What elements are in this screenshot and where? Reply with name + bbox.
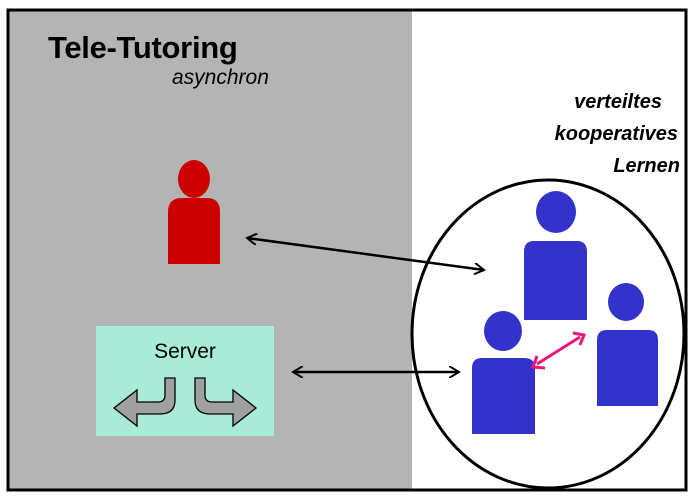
- learner-person-icon: [472, 311, 535, 434]
- group-label-line-1: verteiltes: [574, 91, 662, 113]
- tutor-group-double-arrow-icon: [247, 238, 484, 270]
- server-label: Server: [154, 340, 216, 363]
- learner-person-icon: [597, 283, 658, 406]
- diagram-title: Tele-Tutoring: [48, 30, 238, 65]
- diagram-frame: [6, 8, 688, 492]
- group-label-line-3: Lernen: [613, 155, 680, 177]
- learner-person-icon: [524, 191, 587, 320]
- u-turn-arrow-icon: [112, 377, 176, 428]
- u-turn-arrow-icon: [194, 377, 258, 428]
- diagram-subtitle: asynchron: [172, 66, 269, 89]
- peer-double-arrow-icon: [530, 331, 587, 370]
- group-label-line-2: kooperatives: [554, 123, 678, 145]
- tutor-person-icon: [168, 160, 220, 264]
